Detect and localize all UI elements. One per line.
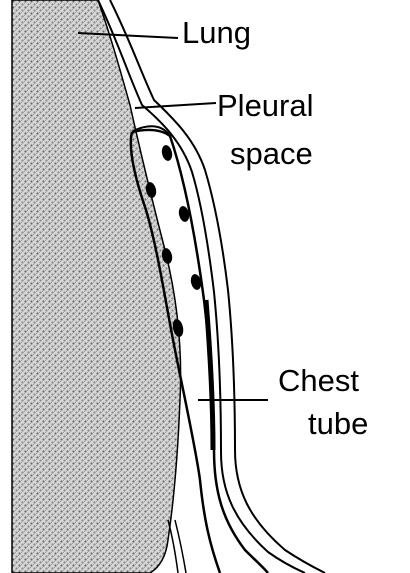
label-lung: Lung bbox=[182, 16, 251, 49]
label-pleural: Pleural bbox=[217, 89, 314, 122]
tube-hole bbox=[160, 144, 173, 162]
lung-tissue bbox=[12, 0, 181, 573]
label-chest: Chest bbox=[278, 364, 359, 397]
label-pleural-space: space bbox=[230, 137, 313, 170]
pleural-leader-line bbox=[135, 103, 216, 108]
lower-fold-detail bbox=[168, 520, 186, 573]
label-chest-tube: tube bbox=[308, 407, 368, 440]
